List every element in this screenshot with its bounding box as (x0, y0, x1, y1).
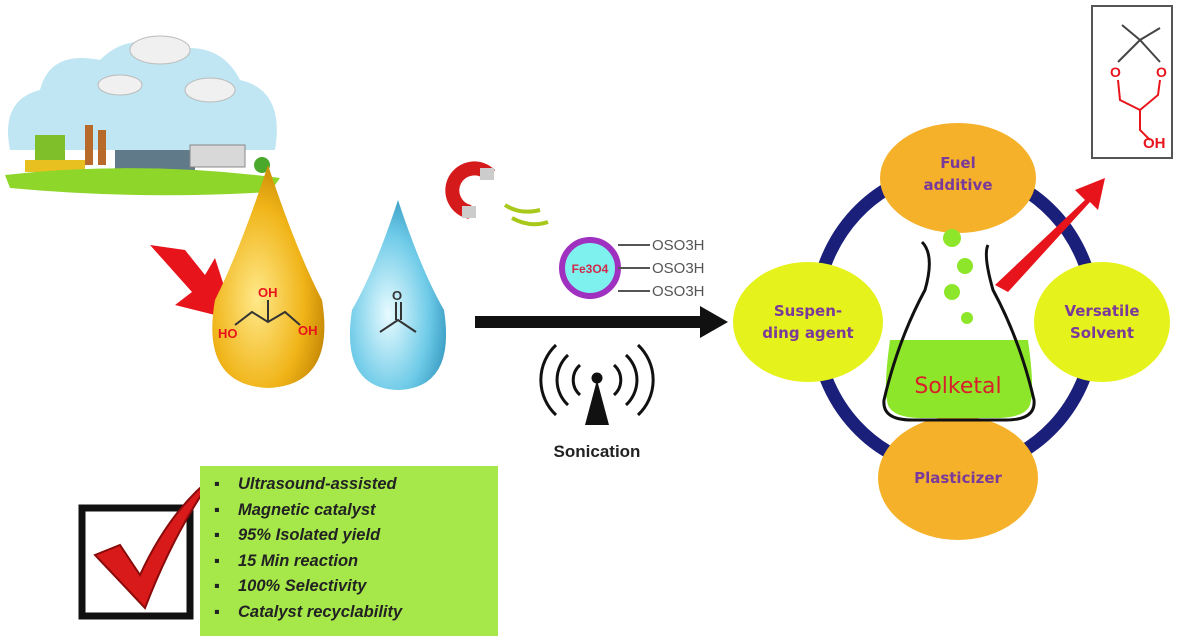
fe3o4-catalyst-particle (559, 237, 650, 299)
svg-text:additive: additive (923, 176, 992, 194)
glycerol-drop (212, 165, 325, 388)
application-suspending-agent: Suspen- ding agent (733, 262, 883, 382)
oso3h-label: OSO3H (652, 237, 705, 254)
structure-oh-label: OH (1143, 135, 1166, 152)
reaction-arrow (475, 306, 728, 338)
svg-text:Solvent: Solvent (1070, 324, 1134, 342)
application-plasticizer: Plasticizer (878, 416, 1038, 540)
fe3o4-label: Fe3O4 (572, 262, 609, 276)
checkmark-icon (78, 474, 216, 620)
acetone-o-label: O (392, 288, 402, 303)
industry-scene-illustration (5, 35, 280, 196)
structure-o-label: O (1110, 64, 1121, 80)
feature-item: ▪95% Isolated yield (214, 526, 381, 544)
sonication-label: Sonication (554, 442, 641, 461)
solketal-label: Solketal (914, 374, 1001, 399)
application-versatile-solvent: Versatile Solvent (1034, 262, 1170, 382)
glycerol-oh-label: OH (298, 323, 318, 338)
flask-icon (882, 229, 1036, 422)
oso3h-label: OSO3H (652, 283, 705, 300)
application-fuel-additive: Fuel additive (880, 123, 1036, 233)
svg-text:Suspen-: Suspen- (774, 302, 842, 320)
svg-text:Plasticizer: Plasticizer (914, 469, 1002, 487)
feature-item: ▪15 Min reaction (214, 551, 359, 570)
red-arrow-up-icon (995, 178, 1105, 292)
glycerol-structure (234, 300, 301, 326)
feature-item: ▪Magnetic catalyst (214, 500, 376, 519)
svg-text:Versatile: Versatile (1064, 302, 1139, 320)
glycerol-ho-label: HO (218, 326, 238, 341)
feature-item: ▪100% Selectivity (214, 577, 367, 595)
sonication-icon (539, 343, 655, 425)
glycerol-oh-label: OH (258, 285, 278, 300)
solketal-structure (1091, 5, 1173, 159)
oso3h-label: OSO3H (652, 260, 705, 277)
features-list: ▪Ultrasound-assisted ▪Magnetic catalyst … (200, 466, 498, 636)
svg-text:ding agent: ding agent (762, 324, 853, 342)
acetone-structure (379, 302, 417, 333)
structure-o-label: O (1156, 64, 1167, 80)
feature-item: ▪Catalyst recyclability (214, 602, 403, 621)
svg-text:Fuel: Fuel (940, 154, 976, 172)
feature-item: ▪Ultrasound-assisted (214, 475, 397, 493)
acetone-drop (349, 200, 447, 390)
red-arrow-down-icon (150, 245, 235, 320)
magnet-icon (445, 161, 549, 227)
